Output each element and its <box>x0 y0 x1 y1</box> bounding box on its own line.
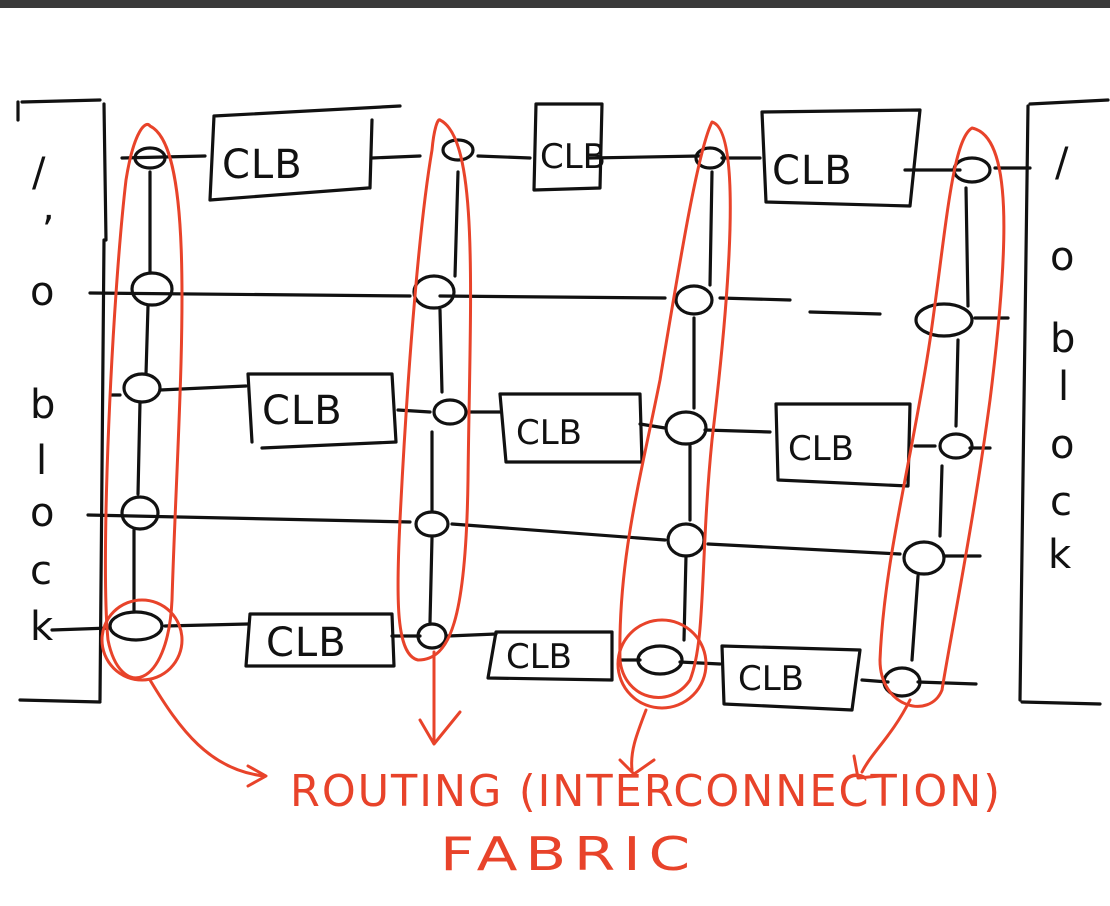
switch-box-c2-r2 <box>412 274 456 310</box>
switch-box-c1-r3 <box>122 372 162 404</box>
io-right-char-4: l <box>1058 364 1069 410</box>
io-left-char-2: , <box>42 184 55 230</box>
clb-label: CLB <box>772 148 853 194</box>
switch-box-c4-r3 <box>938 432 974 460</box>
annotation-line-2: FABRIC <box>440 827 698 881</box>
switch-box-c3-r1 <box>694 146 726 170</box>
switch-box-c2-r3 <box>432 398 468 426</box>
clb-box-r3-c3: CLB <box>774 402 912 488</box>
switch-box-c4-r4 <box>902 540 946 576</box>
switch-box-c2-r1 <box>441 138 475 162</box>
window-top-bar <box>0 0 1110 8</box>
switch-box-c2-r5 <box>416 622 448 650</box>
vertical-tracks <box>132 170 970 662</box>
routing-loop-2 <box>396 118 473 662</box>
clb-box-r5-c1: CLB <box>244 612 396 668</box>
clb-label: CLB <box>540 137 606 177</box>
arrow-down-4 <box>852 698 912 780</box>
clb-label: CLB <box>516 413 582 453</box>
io-right-char-3: b <box>1050 316 1075 362</box>
clb-box-r5-c2: CLB <box>486 630 614 682</box>
io-left-char-4: b <box>30 382 55 428</box>
io-right-char-5: o <box>1050 422 1074 468</box>
routing-loop-1 <box>103 123 184 680</box>
switch-box-c3-r4 <box>666 522 706 558</box>
focus-circle-left <box>100 598 184 682</box>
routing-loop-3 <box>618 120 732 699</box>
switch-box-c1-r5 <box>108 610 164 642</box>
arrow-down-2 <box>418 650 462 746</box>
switch-box-c3-r2 <box>674 284 714 316</box>
io-right-char-2: o <box>1050 234 1074 280</box>
io-left-char-6: o <box>30 490 54 536</box>
io-block-left: / , o b l o c k <box>16 98 108 704</box>
focus-circle-middle <box>616 618 708 710</box>
io-block-right: / o b l o c k <box>1018 98 1110 706</box>
io-left-char-1: / <box>32 150 46 196</box>
io-right-char-7: k <box>1048 532 1072 578</box>
switch-box-c4-r2 <box>914 302 974 338</box>
io-left-char-5: l <box>36 438 47 484</box>
clb-box-r1-c3: CLB <box>760 108 922 208</box>
clb-label: CLB <box>266 620 347 666</box>
switch-box-c1-r2 <box>130 271 174 307</box>
clb-label: CLB <box>788 429 854 469</box>
clb-box-r3-c2: CLB <box>498 392 644 464</box>
io-right-char-6: c <box>1050 479 1072 525</box>
annotation: ROUTING (INTERCONNECTION) FABRIC <box>290 766 1002 881</box>
clb-box-r5-c3: CLB <box>720 644 862 712</box>
clb-box-r3-c1: CLB <box>246 372 398 450</box>
clb-blocks: CLB CLB CLB CLB CLB CLB CLB CLB <box>208 102 922 712</box>
clb-box-r1-c2: CLB <box>532 102 606 192</box>
clb-label: CLB <box>506 637 572 677</box>
switch-box-c1-r4 <box>120 495 160 531</box>
annotation-line-1: ROUTING (INTERCONNECTION) <box>290 766 1002 817</box>
switch-box-c2-r4 <box>414 510 450 538</box>
routing-loop-4 <box>878 126 1006 708</box>
switch-box-c3-r5 <box>636 644 684 676</box>
io-left-char-3: o <box>30 269 54 315</box>
arrow-down-3 <box>618 708 656 776</box>
io-right-char-1: / <box>1055 140 1069 186</box>
clb-box-r1-c1: CLB <box>208 104 402 202</box>
routing-fabric-highlights <box>100 118 1006 788</box>
switch-box-c1-r1 <box>133 146 167 170</box>
switch-box-c3-r3 <box>664 410 708 446</box>
arrow-to-annotation-1 <box>148 678 268 788</box>
clb-label: CLB <box>262 388 343 434</box>
io-left-char-8: k <box>30 604 54 650</box>
io-left-char-7: c <box>30 548 52 594</box>
clb-label: CLB <box>738 659 804 699</box>
clb-label: CLB <box>222 142 303 188</box>
